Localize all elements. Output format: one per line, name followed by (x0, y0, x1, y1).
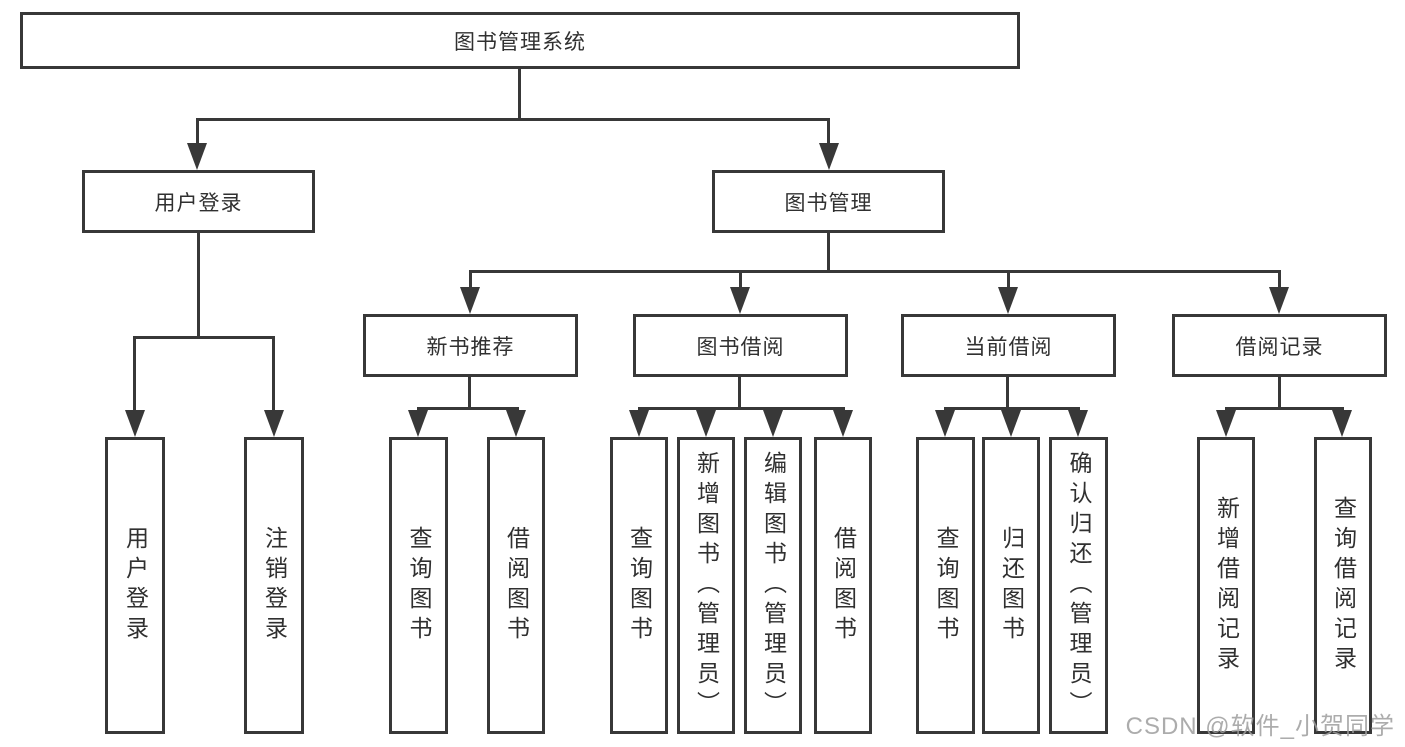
connector (272, 336, 275, 413)
arrowhead (1269, 287, 1289, 314)
leaf-query-books-current: 查询图书 (916, 437, 975, 734)
leaf-query-books-recommend: 查询图书 (389, 437, 448, 734)
arrowhead (506, 410, 526, 437)
connector (469, 270, 1281, 273)
arrowhead (935, 410, 955, 437)
leaf-query-books-borrow: 查询图书 (610, 437, 668, 734)
connector (827, 233, 830, 273)
node-book-management: 图书管理 (712, 170, 945, 233)
leaf-user-login: 用户登录 (105, 437, 165, 734)
leaf-add-books-admin: 新增图书（管理员） (677, 437, 735, 734)
arrowhead (1001, 410, 1021, 437)
leaf-logout: 注销登录 (244, 437, 304, 734)
connector (518, 69, 521, 119)
node-current-borrow: 当前借阅 (901, 314, 1116, 377)
leaf-query-borrow-record: 查询借阅记录 (1314, 437, 1372, 734)
arrowhead (460, 287, 480, 314)
arrowhead (187, 143, 207, 170)
connector (1006, 377, 1009, 410)
connector (133, 336, 136, 413)
arrowhead (763, 410, 783, 437)
connector (469, 270, 472, 290)
connector (468, 377, 471, 410)
node-root: 图书管理系统 (20, 12, 1020, 69)
connector (196, 118, 830, 121)
watermark: CSDN @软件_小贺同学 (1125, 713, 1395, 740)
arrowhead (819, 143, 839, 170)
arrowhead (998, 287, 1018, 314)
arrowhead (629, 410, 649, 437)
arrowhead (125, 410, 145, 437)
arrowhead (833, 410, 853, 437)
connector (133, 336, 275, 339)
leaf-return-books: 归还图书 (982, 437, 1040, 734)
node-user-login: 用户登录 (82, 170, 315, 233)
connector (1278, 377, 1281, 410)
arrowhead (408, 410, 428, 437)
connector (739, 270, 742, 290)
arrowhead (1216, 410, 1236, 437)
connector (827, 118, 830, 148)
connector (1278, 270, 1281, 290)
connector (197, 233, 200, 339)
node-book-borrow: 图书借阅 (633, 314, 848, 377)
leaf-borrow-books-recommend: 借阅图书 (487, 437, 545, 734)
connector (196, 118, 199, 148)
arrowhead (1332, 410, 1352, 437)
leaf-borrow-books: 借阅图书 (814, 437, 872, 734)
leaf-confirm-return-admin: 确认归还（管理员） (1049, 437, 1108, 734)
leaf-edit-books-admin: 编辑图书（管理员） (744, 437, 802, 734)
arrowhead (264, 410, 284, 437)
leaf-add-borrow-record: 新增借阅记录 (1197, 437, 1255, 734)
connector (1007, 270, 1010, 290)
arrowhead (696, 410, 716, 437)
node-new-book-recommend: 新书推荐 (363, 314, 578, 377)
node-borrow-record: 借阅记录 (1172, 314, 1387, 377)
connector (638, 407, 845, 410)
connector (738, 377, 741, 410)
arrowhead (730, 287, 750, 314)
connector (417, 407, 519, 410)
connector (1225, 407, 1344, 410)
arrowhead (1068, 410, 1088, 437)
